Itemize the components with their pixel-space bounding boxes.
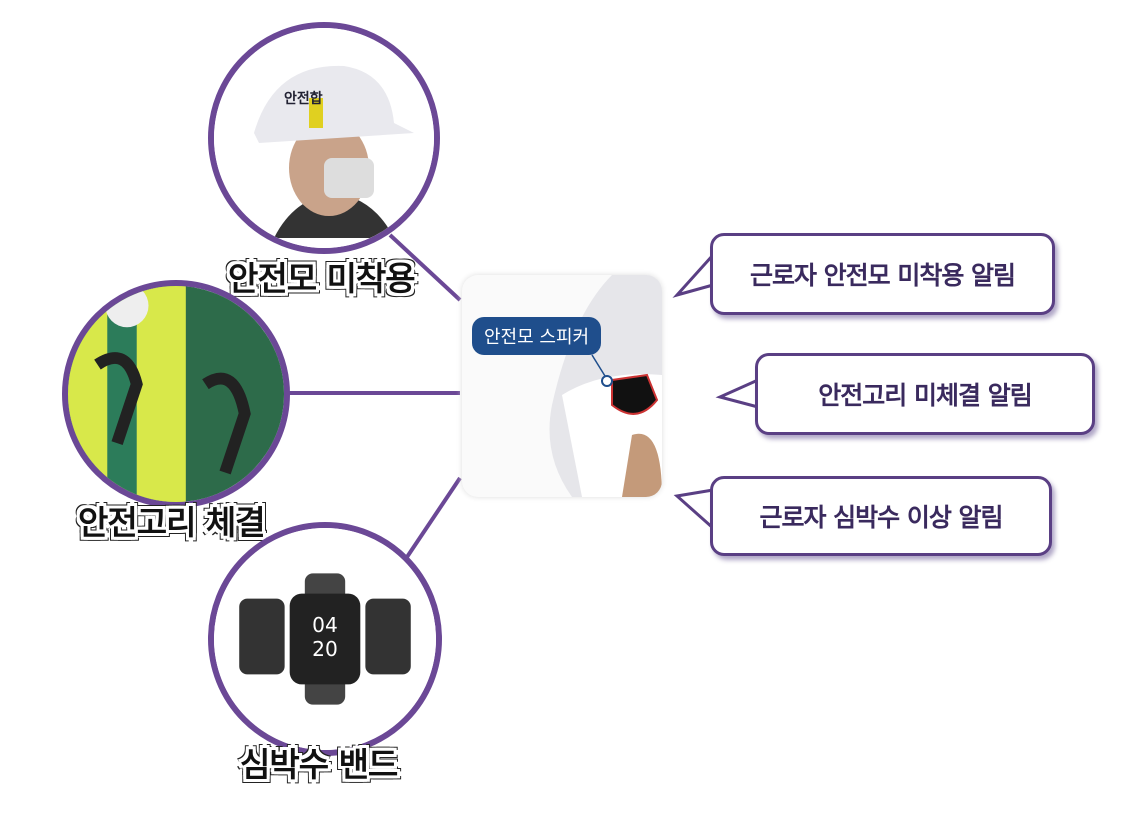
alert-label: 근로자 안전모 미착용 알림 [749, 261, 1016, 290]
helmet-brand: 안전합 [284, 90, 323, 107]
heart-rate-band-photo: 04 20 [208, 522, 442, 756]
alert-label: 근로자 심박수 이상 알림 [759, 503, 1003, 532]
alert-hook: 안전고리 미체결 알림 [755, 353, 1095, 435]
bubble-tail-2 [715, 378, 759, 409]
node-label-helmet: 안전모 미착용 [228, 259, 416, 298]
speaker-tag: 안전모 스피커 [472, 317, 602, 355]
helmet-worker-photo: 안전합 [208, 22, 440, 254]
alert-helmet: 근로자 안전모 미착용 알림 [710, 233, 1055, 315]
bubble-tail-1 [672, 253, 715, 298]
watch-minutes: 20 [312, 637, 338, 661]
safety-hook-photo [62, 280, 290, 508]
watch-hours: 04 [312, 613, 338, 637]
node-label-band: 심박수 밴드 [240, 745, 398, 784]
alert-label: 안전고리 미체결 알림 [818, 381, 1032, 410]
helmet-speaker-card: 안전모 스피커 [462, 275, 662, 497]
helmet-illustration [549, 275, 662, 497]
alert-heart-rate: 근로자 심박수 이상 알림 [710, 476, 1052, 556]
node-label-hook: 안전고리 체결 [78, 503, 266, 542]
bubble-tail-3 [673, 488, 714, 530]
